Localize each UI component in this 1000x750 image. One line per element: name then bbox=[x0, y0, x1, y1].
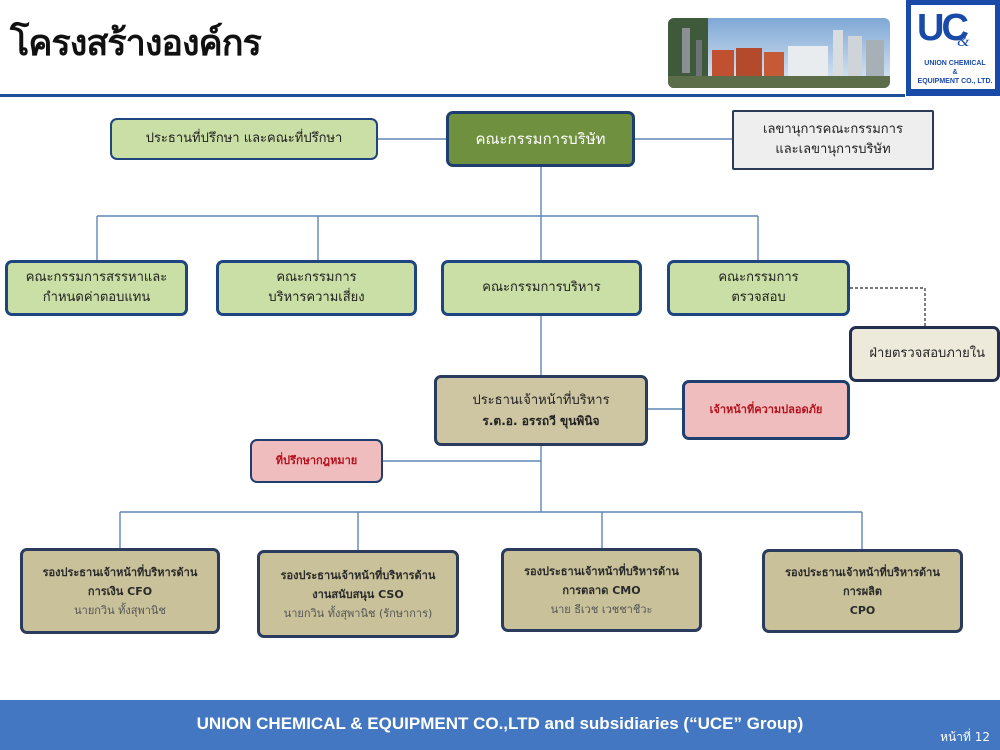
vp-cso-sub: งานสนับสนุน CSO bbox=[312, 587, 404, 601]
page-number: หน้าที่ 12 bbox=[940, 730, 990, 744]
footer-company-text: UNION CHEMICAL & EQUIPMENT CO.,LTD and s… bbox=[196, 714, 804, 733]
secretary-label-line2: และเลขานุการบริษัท bbox=[775, 142, 891, 157]
vp-cmo-title: รองประธานเจ้าหน้าที่บริหารด้าน bbox=[524, 564, 679, 578]
header-divider bbox=[0, 94, 905, 97]
footer-bar: UNION CHEMICAL & EQUIPMENT CO.,LTD and s… bbox=[0, 700, 1000, 750]
executive-label: คณะกรรมการบริหาร bbox=[482, 280, 601, 295]
company-logo: UC & UNION CHEMICAL & EQUIPMENT CO., LTD… bbox=[906, 0, 1000, 96]
ceo-name: ร.ต.อ. อรรถวี ขุนพินิจ bbox=[482, 413, 600, 428]
vp-cpo-name: CPO bbox=[849, 603, 876, 617]
executive-committee-box: คณะกรรมการบริหาร bbox=[441, 260, 642, 316]
secretary-box: เลขานุการคณะกรรมการ และเลขานุการบริษัท bbox=[732, 110, 934, 170]
vp-cso-title: รองประธานเจ้าหน้าที่บริหารด้าน bbox=[280, 568, 436, 582]
audit-line1: คณะกรรมการ bbox=[718, 270, 799, 285]
page-title: โครงสร้างองค์กร bbox=[10, 23, 262, 64]
nomination-line2: กำหนดค่าตอบแทน bbox=[42, 290, 151, 305]
legal-label: ที่ปรึกษากฎหมาย bbox=[275, 454, 358, 467]
safety-officer-box: เจ้าหน้าที่ความปลอดภัย bbox=[682, 380, 850, 440]
advisor-box: ประธานที่ปรึกษา และคณะที่ปรึกษา bbox=[110, 118, 378, 160]
secretary-label-line1: เลขานุการคณะกรรมการ bbox=[763, 122, 903, 137]
nomination-committee-box: คณะกรรมการสรรหาและ กำหนดค่าตอบแทน bbox=[5, 260, 188, 316]
risk-line1: คณะกรรมการ bbox=[276, 270, 357, 285]
advisor-label: ประธานที่ปรึกษา และคณะที่ปรึกษา bbox=[145, 131, 343, 146]
vp-cmo-sub: การตลาด CMO bbox=[562, 583, 641, 597]
ceo-box: ประธานเจ้าหน้าที่บริหาร ร.ต.อ. อรรถวี ขุ… bbox=[434, 375, 648, 446]
vp-cfo-name: นายกวิน ทั้งสุพานิช bbox=[74, 603, 166, 617]
ceo-title: ประธานเจ้าหน้าที่บริหาร bbox=[472, 392, 610, 408]
factory-photo bbox=[668, 18, 890, 88]
risk-line2: บริหารความเสี่ยง bbox=[268, 290, 365, 305]
vp-cfo-sub: การเงิน CFO bbox=[87, 584, 153, 598]
safety-label: เจ้าหน้าที่ความปลอดภัย bbox=[709, 403, 823, 416]
vp-cmo-name: นาย ธีเวช เวชชาชีวะ bbox=[550, 602, 653, 616]
vp-cso-box: รองประธานเจ้าหน้าที่บริหารด้าน งานสนับสน… bbox=[257, 550, 459, 638]
vp-cpo-sub: การผลิต bbox=[842, 584, 883, 598]
vp-cfo-box: รองประธานเจ้าหน้าที่บริหารด้าน การเงิน C… bbox=[20, 548, 220, 634]
audit-line2: ตรวจสอบ bbox=[731, 290, 786, 305]
vp-cso-name: นายกวิน ทั้งสุพานิช (รักษาการ) bbox=[283, 606, 433, 620]
vp-cpo-box: รองประธานเจ้าหน้าที่บริหารด้าน การผลิต C… bbox=[762, 549, 963, 633]
internal-audit-box: ฝ่ายตรวจสอบภายใน bbox=[849, 326, 1000, 382]
nomination-line1: คณะกรรมการสรรหาและ bbox=[25, 270, 168, 285]
legal-advisor-box: ที่ปรึกษากฎหมาย bbox=[250, 439, 383, 483]
vp-cfo-title: รองประธานเจ้าหน้าที่บริหารด้าน bbox=[42, 565, 198, 579]
vp-cmo-box: รองประธานเจ้าหน้าที่บริหารด้าน การตลาด C… bbox=[501, 548, 702, 632]
audit-committee-box: คณะกรรมการ ตรวจสอบ bbox=[667, 260, 850, 316]
board-label: คณะกรรมการบริษัท bbox=[475, 130, 606, 148]
org-chart-connectors bbox=[96, 138, 926, 550]
internal-audit-label: ฝ่ายตรวจสอบภายใน bbox=[869, 346, 985, 361]
vp-cpo-title: รองประธานเจ้าหน้าที่บริหารด้าน bbox=[785, 565, 940, 579]
risk-committee-box: คณะกรรมการ บริหารความเสี่ยง bbox=[216, 260, 417, 316]
board-box: คณะกรรมการบริษัท bbox=[446, 111, 635, 167]
